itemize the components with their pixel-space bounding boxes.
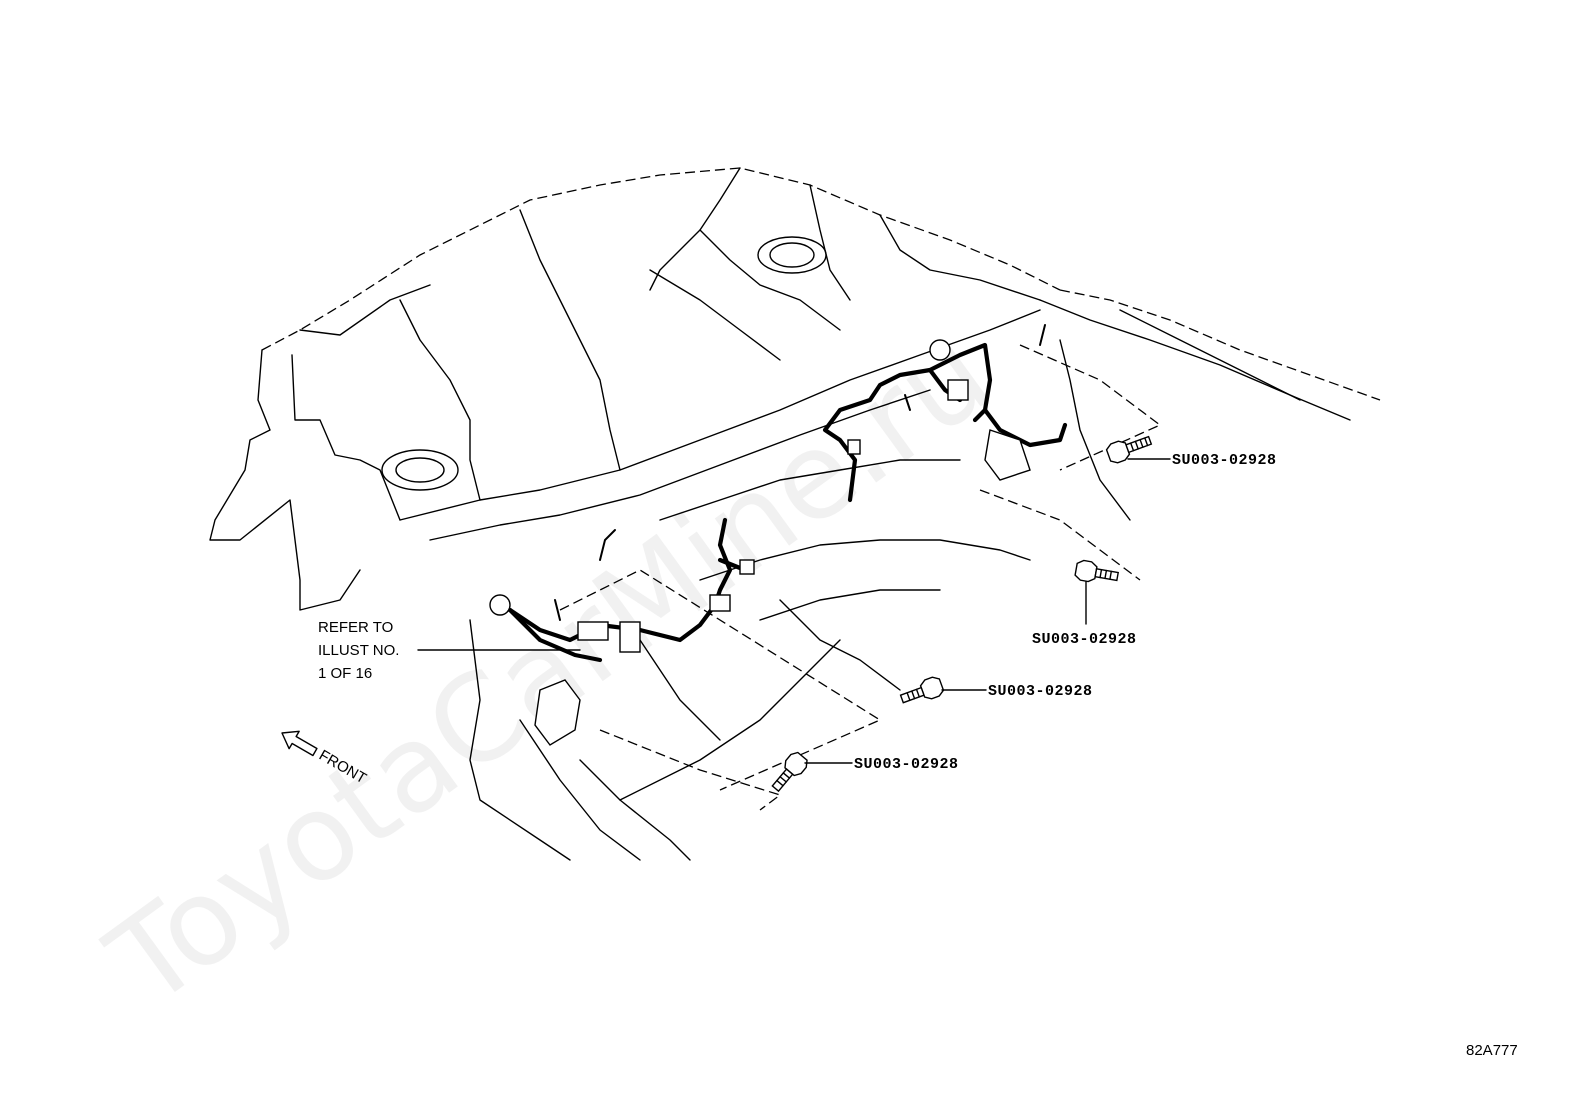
reference-note-line-3: 1 OF 16: [318, 665, 372, 682]
part-number-label: SU003-02928: [1172, 452, 1277, 469]
bolt-callout-2[interactable]: SU003-02928: [1032, 559, 1137, 648]
reference-note-line-2: ILLUST NO.: [318, 642, 399, 659]
reference-note-line-1: REFER TO: [318, 619, 393, 636]
bolt-callout-3[interactable]: SU003-02928: [899, 675, 1093, 708]
illustration-code: 82A777: [1466, 1042, 1518, 1059]
bolt-icon: [1074, 559, 1120, 583]
bolt-callout-4[interactable]: SU003-02928: [768, 750, 959, 795]
reference-note[interactable]: REFER TO ILLUST NO. 1 OF 16: [318, 619, 581, 682]
watermark-text: ToyotaCarMine.ru: [85, 305, 1016, 1034]
bolt-icon: [771, 751, 808, 793]
bolt-icon: [899, 676, 945, 704]
bolt-callout-1[interactable]: SU003-02928: [1105, 431, 1276, 469]
harness-connectors: [489, 339, 1031, 746]
front-arrow-icon: [281, 730, 318, 757]
part-number-label: SU003-02928: [854, 756, 959, 773]
bolt-icon: [1105, 435, 1153, 464]
vehicle-body-outline: [209, 167, 1381, 861]
wire-harness: [507, 324, 1068, 663]
part-number-label: SU003-02928: [1032, 631, 1137, 648]
part-number-label: SU003-02928: [988, 683, 1093, 700]
